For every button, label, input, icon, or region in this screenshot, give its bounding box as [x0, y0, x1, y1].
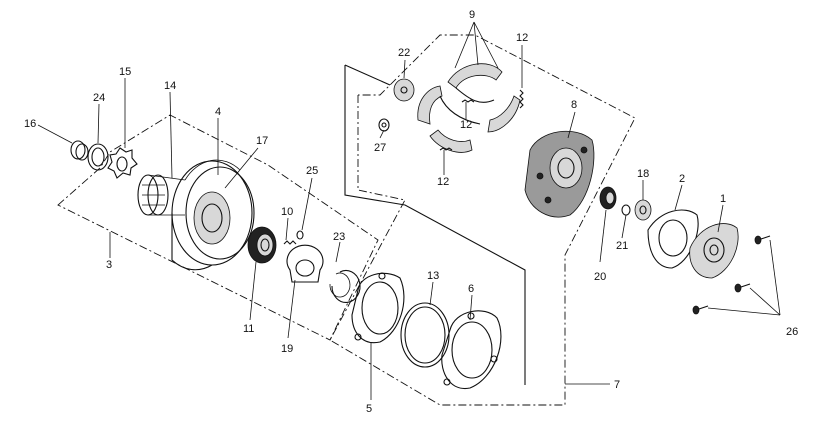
part-12-springs — [439, 89, 524, 151]
part-22-washer — [393, 78, 415, 102]
part-19-plate — [286, 244, 324, 283]
part-21-washer — [621, 204, 631, 216]
callout-5: 5 — [366, 403, 372, 415]
part-14-gear-shaft — [137, 174, 186, 216]
callout-21: 21 — [616, 240, 628, 252]
part-18-nut — [634, 199, 652, 221]
callout-24: 24 — [93, 92, 105, 104]
callout-12-top: 12 — [516, 32, 528, 44]
part-5-gasket — [351, 272, 405, 344]
callout-20: 20 — [594, 271, 606, 283]
callout-7: 7 — [614, 379, 620, 391]
part-1-cover — [689, 223, 739, 279]
leader-lines — [37, 21, 781, 400]
callout-3: 3 — [106, 259, 112, 271]
callout-9: 9 — [469, 9, 475, 21]
part-8-drive-plate — [524, 131, 595, 218]
part-13-ring — [400, 302, 450, 368]
callout-6: 6 — [468, 283, 474, 295]
part-9-clutch-shoes — [417, 63, 521, 153]
callout-13: 13 — [427, 270, 439, 282]
callout-12-mid: 12 — [460, 119, 472, 131]
callout-23: 23 — [333, 231, 345, 243]
callout-16: 16 — [24, 118, 36, 130]
callout-18: 18 — [637, 168, 649, 180]
callout-8: 8 — [571, 99, 577, 111]
callout-14: 14 — [164, 80, 176, 92]
part-25-pin — [296, 230, 304, 240]
part-15-star-nut — [107, 147, 138, 179]
part-10-spring — [283, 240, 297, 245]
part-6-gasket — [441, 310, 502, 389]
callout-1: 1 — [720, 193, 726, 205]
group-7-outline — [329, 34, 636, 406]
part-11-oneway-gear — [247, 226, 277, 264]
callout-22: 22 — [398, 47, 410, 59]
part-24-washer — [87, 143, 109, 171]
callout-4: 4 — [215, 106, 221, 118]
callout-2: 2 — [679, 173, 685, 185]
callout-12-low: 12 — [437, 176, 449, 188]
callout-25: 25 — [306, 165, 318, 177]
part-20-nut — [599, 186, 617, 210]
callout-15: 15 — [119, 66, 131, 78]
part-23-circlip — [329, 269, 361, 303]
callout-19: 19 — [281, 343, 293, 355]
callout-26: 26 — [786, 326, 798, 338]
group-5-frame — [344, 64, 526, 385]
callout-17: 17 — [256, 135, 268, 147]
callout-10: 10 — [281, 206, 293, 218]
part-16-spring-clip — [70, 140, 89, 161]
group-3-outline — [57, 114, 379, 341]
callout-27: 27 — [374, 142, 386, 154]
part-26-screws — [692, 235, 771, 315]
part-27-nut — [378, 118, 390, 132]
callout-11: 11 — [243, 323, 254, 335]
part-4-clutch-bell — [171, 159, 255, 271]
